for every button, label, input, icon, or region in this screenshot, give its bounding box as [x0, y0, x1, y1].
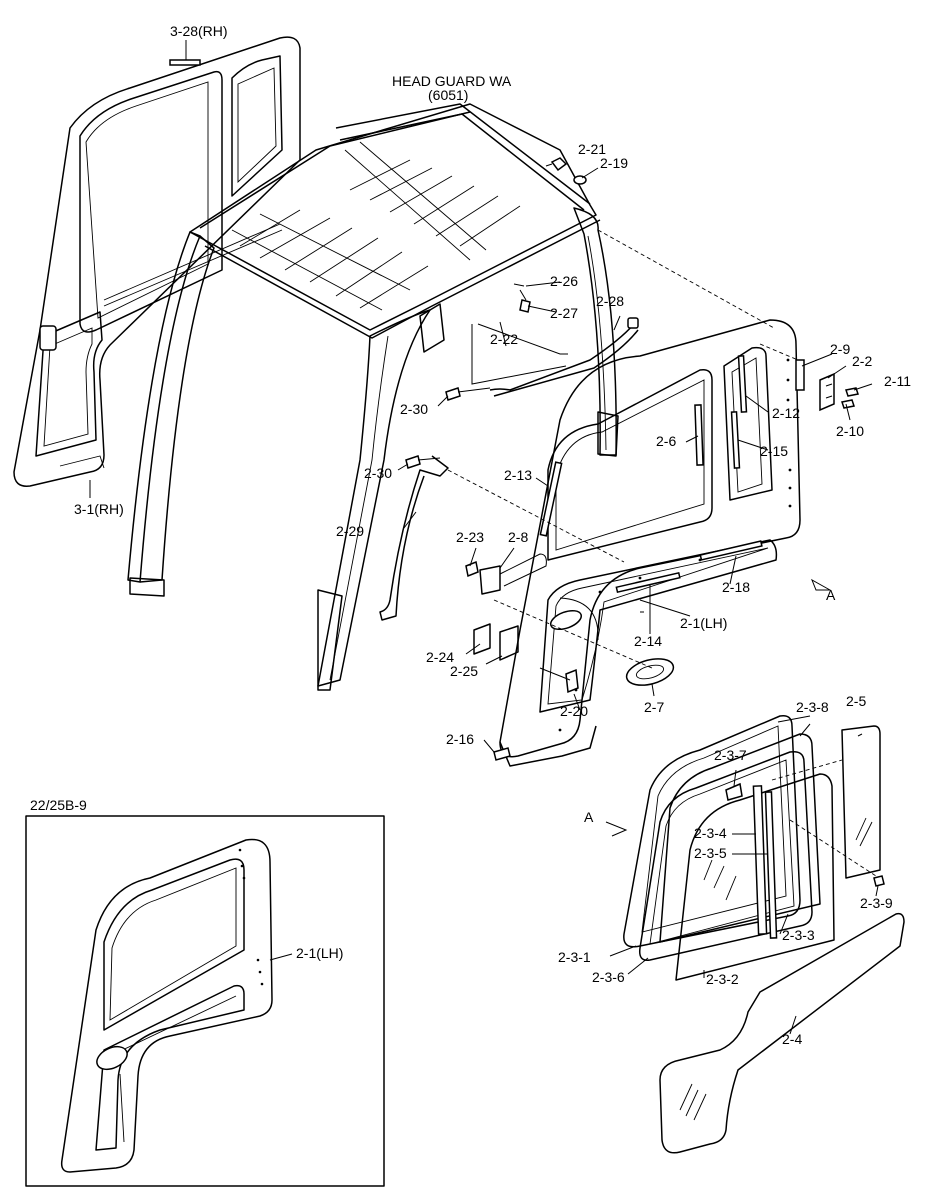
- label-2-10: 2-10: [836, 423, 864, 439]
- label-2-30-upper: 2-30: [400, 401, 428, 417]
- label-2-3-9: 2-3-9: [860, 895, 893, 911]
- label-2-29: 2-29: [336, 523, 364, 539]
- label-2-15: 2-15: [760, 443, 788, 459]
- label-2-26: 2-26: [550, 273, 578, 289]
- lh-door: [499, 319, 801, 767]
- label-2-14: 2-14: [634, 633, 662, 649]
- rh-door: [13, 36, 301, 487]
- label-2-13: 2-13: [504, 467, 532, 483]
- assembly-code: (6051): [428, 87, 468, 103]
- reference-line-1: [597, 229, 775, 329]
- view-marker-a-lower: A: [584, 809, 594, 825]
- head-guard-frame: [127, 103, 619, 691]
- label-2-18: 2-18: [722, 579, 750, 595]
- glass-assy: [605, 714, 885, 1035]
- label-2-11: 2-11: [884, 373, 911, 389]
- assembly-title: HEAD GUARD WA: [392, 73, 512, 89]
- label-2-3-8: 2-3-8: [796, 699, 829, 715]
- glass-hatch: [679, 1083, 707, 1121]
- view-marker-a-top: A: [826, 587, 836, 603]
- label-2-1-lh: 2-1(LH): [680, 615, 727, 631]
- label-2-3-6: 2-3-6: [592, 969, 625, 985]
- label-2-25: 2-25: [450, 663, 478, 679]
- trim-strip-2-15: [730, 411, 741, 469]
- trim-strip-2-13: [539, 461, 563, 537]
- label-2-12: 2-12: [772, 405, 800, 421]
- label-2-8: 2-8: [508, 529, 528, 545]
- trim-strip-2-18: [699, 540, 763, 561]
- label-2-16: 2-16: [446, 731, 474, 747]
- label-2-22: 2-22: [490, 331, 518, 347]
- label-2-3-7: 2-3-7: [714, 747, 747, 763]
- inset-frame: [25, 815, 385, 1187]
- label-2-4: 2-4: [782, 1031, 802, 1047]
- label-3-28-rh: 3-28(RH): [170, 23, 228, 39]
- trim-strip-2-12: [737, 355, 748, 413]
- label-2-28: 2-28: [596, 293, 624, 309]
- label-2-24: 2-24: [426, 649, 454, 665]
- label-2-30-lower: 2-30: [364, 465, 392, 481]
- trim-strip-2-14: [615, 571, 681, 594]
- lower-glass-2-4: [659, 912, 905, 1154]
- label-2-9: 2-9: [830, 341, 850, 357]
- reference-line-3: [493, 599, 653, 669]
- label-2-2: 2-2: [852, 353, 872, 369]
- label-2-27: 2-27: [550, 305, 578, 321]
- label-2-3-3: 2-3-3: [782, 927, 815, 943]
- label-3-1-rh: 3-1(RH): [74, 501, 124, 517]
- label-2-20: 2-20: [560, 703, 588, 719]
- label-2-3-4: 2-3-4: [694, 825, 727, 841]
- trim-strip-2-6: [694, 404, 704, 466]
- label-2-21: 2-21: [578, 141, 606, 157]
- label-2-19: 2-19: [600, 155, 628, 171]
- label-2-3-5: 2-3-5: [694, 845, 727, 861]
- reference-line-2: [447, 469, 625, 563]
- inset-door: [60, 838, 293, 1173]
- label-2-3-2: 2-3-2: [706, 971, 739, 987]
- hardware: [379, 157, 873, 761]
- inset-label-2-1-lh: 2-1(LH): [296, 945, 343, 961]
- label-2-6: 2-6: [656, 433, 676, 449]
- inset-caption: 22/25B-9: [30, 797, 87, 813]
- label-2-3-1: 2-3-1: [558, 949, 591, 965]
- label-2-23: 2-23: [456, 529, 484, 545]
- label-2-5: 2-5: [846, 693, 866, 709]
- label-2-7: 2-7: [644, 699, 664, 715]
- rh-grab-strip: [169, 59, 201, 66]
